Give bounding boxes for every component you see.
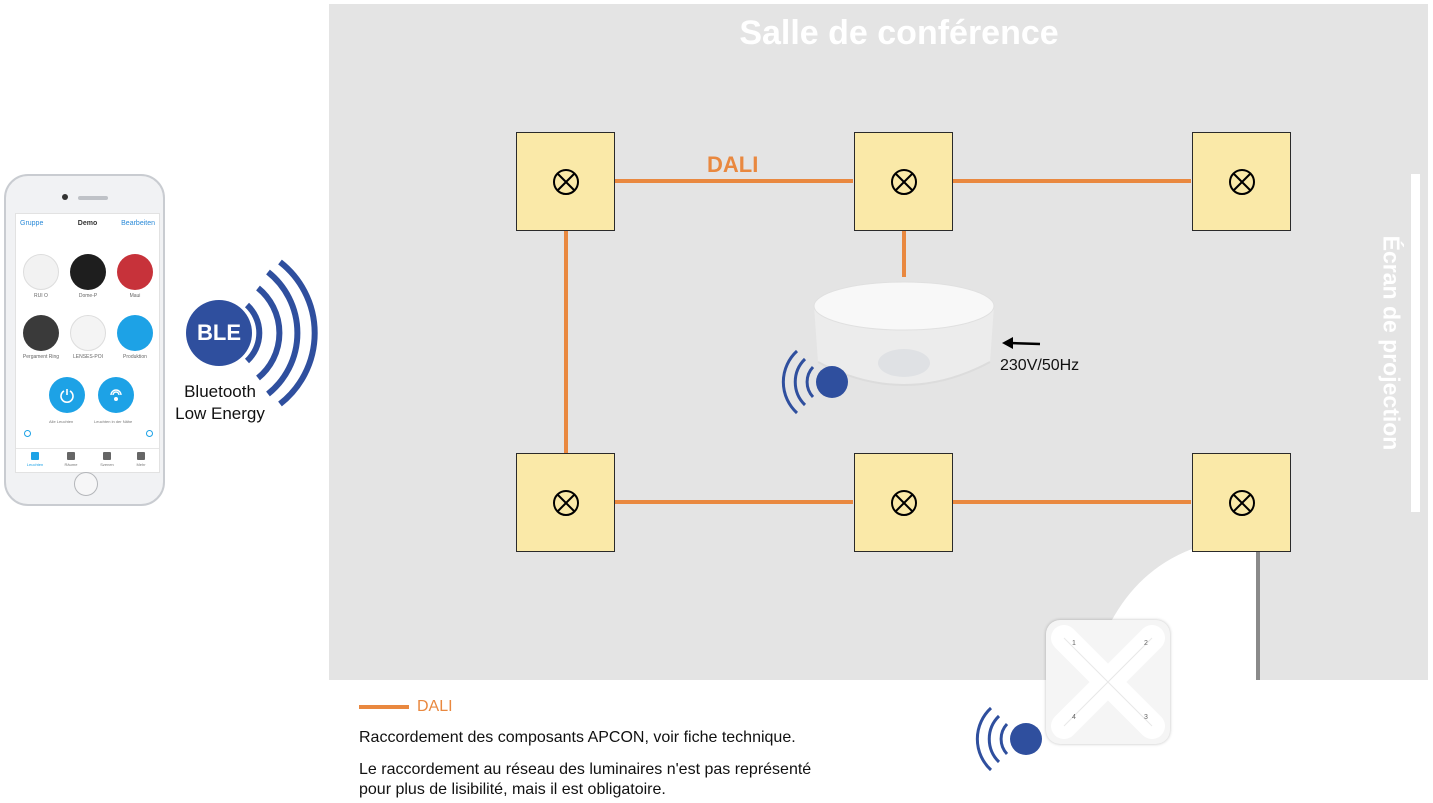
legend-dali-label: DALI <box>417 698 453 715</box>
luminaire-bottom-left <box>516 453 615 552</box>
app-tile: Dome-P <box>67 254 109 299</box>
help-small-icon <box>146 430 153 437</box>
note-mains-connection: Le raccordement au réseau des luminaires… <box>359 761 812 798</box>
remote-x-keypad-icon <box>1051 625 1165 739</box>
app-tile: Maui <box>114 254 156 299</box>
lamp-symbol-icon <box>552 168 579 195</box>
app-header-group: Gruppe <box>20 220 44 227</box>
settings-small-icon <box>24 430 31 437</box>
more-tab-icon <box>137 452 145 460</box>
phone-camera <box>62 194 68 200</box>
phone-ble-waves-icon <box>244 259 318 407</box>
smartphone-image: Gruppe Demo Bearbeiten RUI O Dome-P Maui… <box>4 174 165 506</box>
lamp-symbol-icon <box>1228 489 1255 516</box>
app-tile: RUI O <box>20 254 62 299</box>
group-thumbnail-icon <box>117 315 153 351</box>
nearby-lights-label: Leuchten in der Nähe <box>94 419 133 424</box>
all-lights-label: Alle Leuchten <box>49 419 74 424</box>
door-leaf <box>1256 552 1260 680</box>
phone-app-screen: Gruppe Demo Bearbeiten RUI O Dome-P Maui… <box>15 213 160 473</box>
remote-key-3: 3 <box>1144 714 1148 721</box>
legend-dali-swatch <box>359 705 409 709</box>
lamp-symbol-icon <box>890 168 917 195</box>
voltage-label: 230V/50Hz <box>1000 357 1080 374</box>
room-tab-icon <box>67 452 75 460</box>
app-tile: Pergament Ring <box>20 315 62 360</box>
ble-line-1: Bluetooth <box>184 382 256 401</box>
app-header-title: Demo <box>77 220 98 227</box>
sensor-ble-signal-icon <box>781 349 848 415</box>
tab-scenes: Szenen <box>92 452 122 467</box>
remote-key-4: 4 <box>1072 714 1076 721</box>
luminaire-bottom-center <box>854 453 953 552</box>
tab-rooms: Räume <box>56 452 86 467</box>
power-arrow-head <box>1002 337 1013 349</box>
phone-home-button <box>74 472 98 496</box>
luminaire-top-center <box>854 132 953 231</box>
ble-badge: BLE <box>186 300 252 366</box>
power-arrow <box>1009 341 1041 346</box>
luminaire-bottom-right <box>1192 453 1291 552</box>
room-title: Salle de conférence <box>739 14 1059 52</box>
ble-line-2: Low Energy <box>175 404 265 423</box>
lamp-thumbnail-icon <box>23 254 59 290</box>
lamp-thumbnail-icon <box>70 254 106 290</box>
app-tile: Produktion <box>114 315 156 360</box>
luminaire-top-right <box>1192 132 1291 231</box>
ble-description: Bluetooth Low Energy <box>160 381 280 425</box>
lamp-thumbnail-icon <box>23 315 59 351</box>
lamp-thumbnail-icon <box>117 254 153 290</box>
luminaire-top-left <box>516 132 615 231</box>
projection-screen <box>1411 174 1420 512</box>
power-button-icon <box>49 377 85 413</box>
app-header-edit: Bearbeiten <box>121 220 155 227</box>
app-tab-bar: Leuchten Räume Szenen Mehr <box>16 448 159 473</box>
nearby-lights-icon <box>98 377 134 413</box>
tab-lights: Leuchten <box>20 452 50 467</box>
remote-key-1: 1 <box>1072 640 1076 647</box>
lamp-symbol-icon <box>1228 168 1255 195</box>
lamp-thumbnail-icon <box>70 315 106 351</box>
lamp-symbol-icon <box>552 489 579 516</box>
tab-more: Mehr <box>126 452 156 467</box>
ble-badge-text: BLE <box>197 320 241 345</box>
phone-speaker <box>78 196 108 200</box>
remote-ble-signal-icon <box>975 706 1042 772</box>
wireless-remote-image: 1 2 3 4 <box>1046 620 1170 744</box>
lamp-symbol-icon <box>890 489 917 516</box>
lamp-tab-icon <box>31 452 39 460</box>
app-header: Gruppe Demo Bearbeiten <box>16 220 159 234</box>
scene-tab-icon <box>103 452 111 460</box>
remote-key-2: 2 <box>1144 640 1148 647</box>
app-tile: LENSES-POI <box>67 315 109 360</box>
note-connection: Raccordement des composants APCON, voir … <box>359 729 796 746</box>
dali-bus-label: DALI <box>707 152 759 177</box>
